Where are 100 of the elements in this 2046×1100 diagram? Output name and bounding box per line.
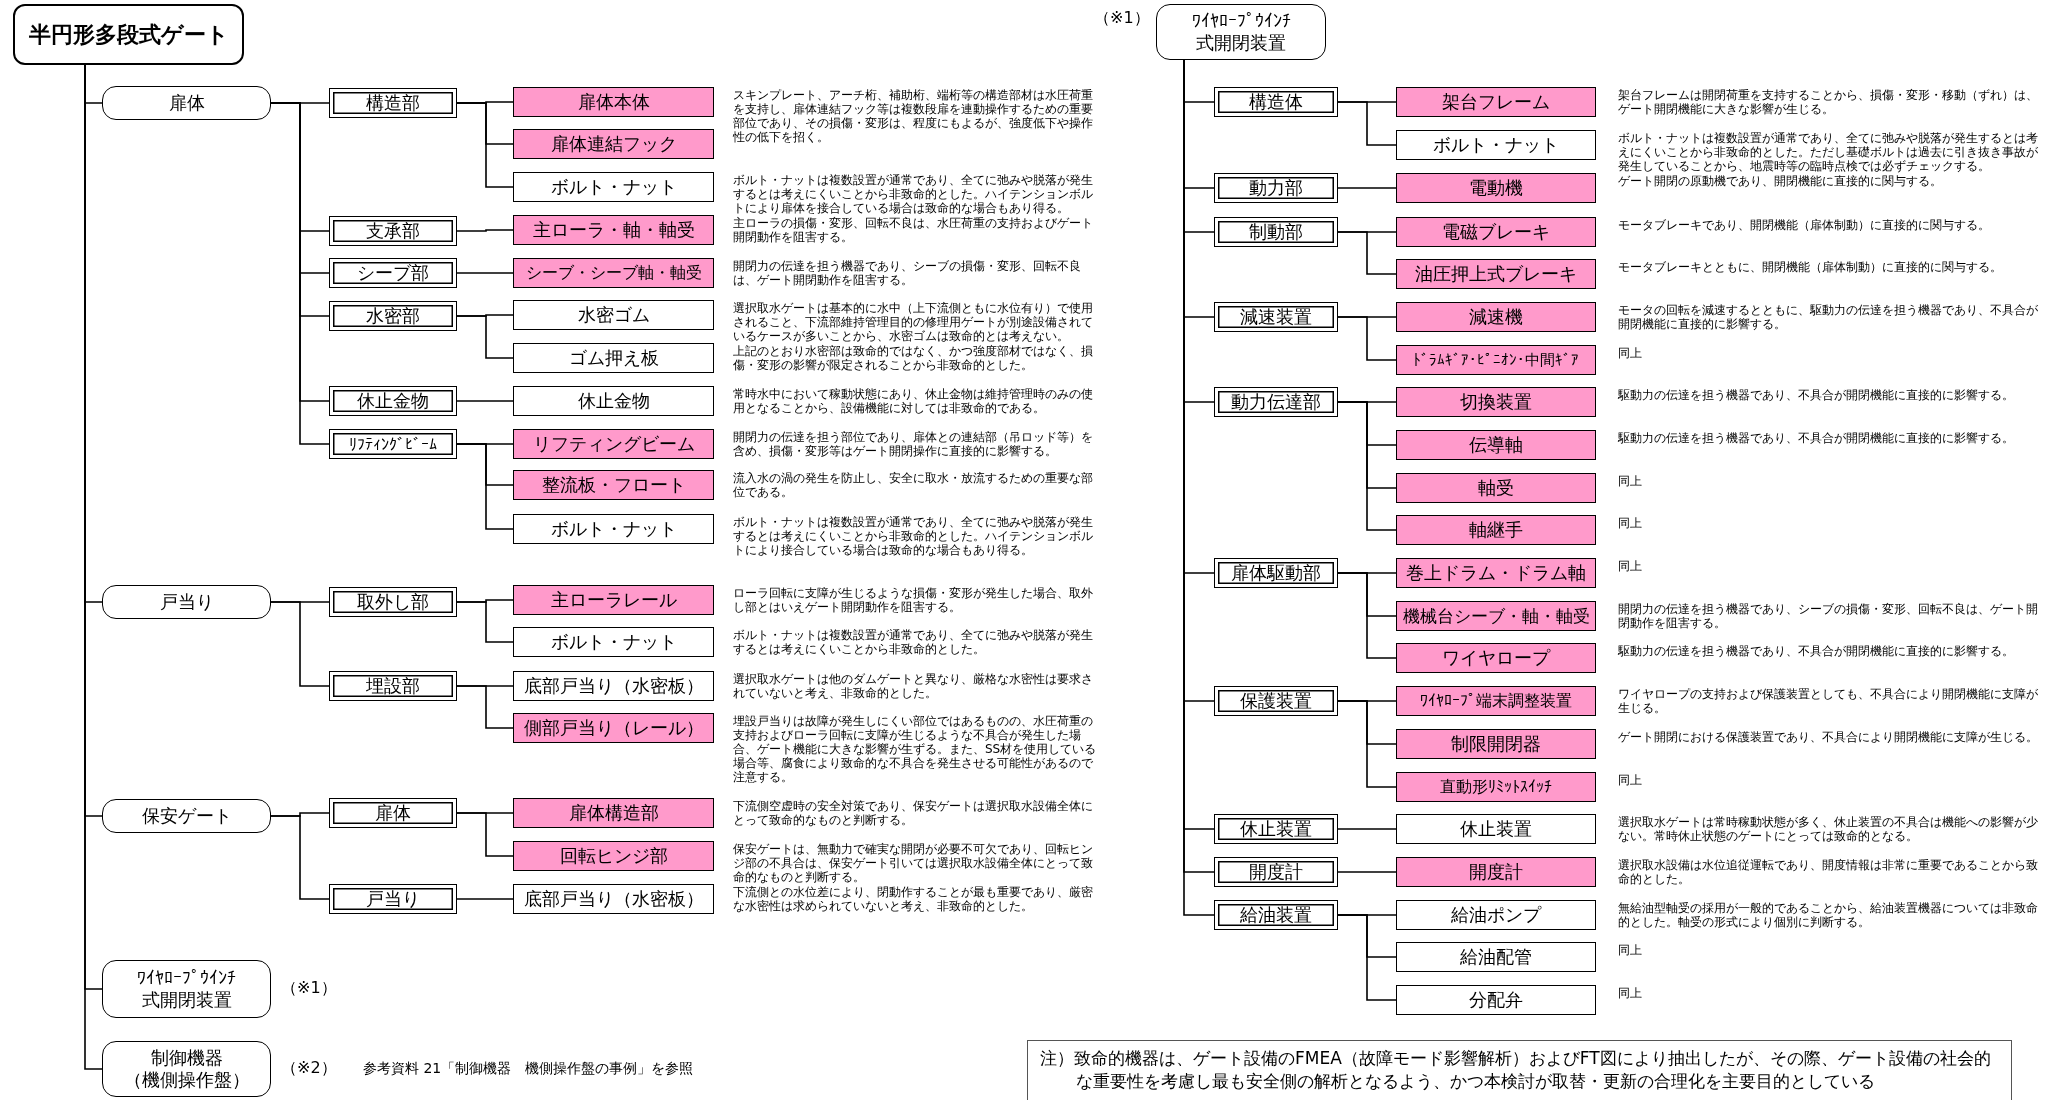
node-label: 休止金物 <box>356 389 430 413</box>
description-text: 選択取水ゲートは基本的に水中（上下流側ともに水位有り）で使用されること、下流部維持管理目的の修理用ゲートが別途設備されているケースが多いことから、水密ゴムは致命的とは考えない。 <box>733 301 1094 343</box>
group-box <box>1214 900 1338 930</box>
group-box <box>1214 857 1338 887</box>
node-label: ﾜｲﾔﾛｰﾌﾟｳｲﾝﾁ式開閉装置 <box>1190 9 1292 55</box>
node-label: 水密ゴム <box>576 303 651 327</box>
critical-component-box <box>513 129 714 159</box>
component-box <box>1396 985 1596 1015</box>
description-text: ゲート開閉における保護装置であり、不具合により開閉機能に支障が生じる。 <box>1618 730 2039 744</box>
connector-line <box>1337 572 1397 659</box>
connector-line <box>1337 316 1397 361</box>
node-label: 給油装置 <box>1239 903 1313 927</box>
node-label: 半円形多段式ゲート <box>27 20 230 49</box>
description-text: 開閉力の伝達を担う機器であり、シーブの損傷・変形、回転不良は、ゲート開閉動作を阻害する。 <box>1618 602 2039 630</box>
category-box <box>1156 4 1326 60</box>
critical-component-box <box>513 585 714 615</box>
node-label: ゴム押え板 <box>567 346 660 370</box>
connector-line <box>1337 101 1397 146</box>
node-label: 保護装置 <box>1239 689 1313 713</box>
node-label: ボルト・ナット <box>549 630 678 654</box>
node-label: 油圧押上式ブレーキ <box>1414 262 1578 286</box>
group-box <box>329 216 457 246</box>
connector-line <box>456 400 514 402</box>
component-box <box>1396 814 1596 844</box>
group-box <box>1214 686 1338 716</box>
node-label: 回転ヒンジ部 <box>558 844 669 868</box>
critical-component-box <box>1396 686 1596 716</box>
node-label: 制御機器（機側操作盤） <box>122 1046 251 1092</box>
connector-line <box>1337 871 1397 873</box>
group-box <box>329 671 457 701</box>
category-box <box>102 1041 271 1097</box>
description-text: モータの回転を減速するとともに、駆動力の伝達を担う機器であり、不具合が開閉機能に直接的に影響する。 <box>1618 303 2039 331</box>
description-text: 同上 <box>1618 773 1643 787</box>
description-text: 駆動力の伝達を担う機器であり、不具合が開閉機能に直接的に影響する。 <box>1618 644 2015 658</box>
node-label: 構造体 <box>1248 90 1304 114</box>
group-box <box>329 429 457 459</box>
group-box <box>329 88 457 118</box>
node-label: 整流板・フロート <box>540 473 687 497</box>
connector-line <box>1337 828 1397 830</box>
critical-component-box <box>1396 217 1596 247</box>
node-label: 開度計 <box>1468 860 1524 884</box>
connector-line <box>456 898 514 900</box>
node-label: 支承部 <box>365 219 421 243</box>
node-label: 直動形ﾘﾐｯﾄｽｲｯﾁ <box>1439 776 1553 798</box>
component-box <box>513 884 714 914</box>
connector-line <box>1337 231 1397 275</box>
connector-line <box>456 812 514 857</box>
node-label: 動力伝達部 <box>1230 390 1322 414</box>
title-box <box>13 4 244 65</box>
critical-component-box <box>1396 515 1596 545</box>
group-box <box>329 301 457 331</box>
component-box <box>513 386 714 416</box>
description-text: 選択取水設備は水位追従運転であり、開度情報は非常に重要であることから致命的とした。 <box>1618 858 2039 886</box>
node-label: 給油配管 <box>1459 945 1533 969</box>
node-label: 機械台シーブ・軸・軸受 <box>1401 604 1591 628</box>
node-label: 架台フレーム <box>1441 90 1551 114</box>
node-label: 戸当り <box>158 590 215 614</box>
description-text: ゲート開閉の原動機であり、開閉機能に直接的に関与する。 <box>1618 174 1943 188</box>
description-text: 駆動力の伝達を担う機器であり、不具合が開閉機能に直接的に影響する。 <box>1618 388 2015 402</box>
description-text: 同上 <box>1618 986 1643 1000</box>
node-label: 制限開閉器 <box>1450 732 1542 756</box>
critical-component-box <box>1396 430 1596 460</box>
description-text: ボルト・ナットは複数設置が通常であり、全てに弛みや脱落が発生するとは考えにくいことから非致命的とした。ハイテンションボルトにより接合している場合は致命的な場合もあり得る。 <box>733 515 1094 557</box>
connector-line <box>456 443 514 530</box>
node-label: 構造部 <box>365 91 421 115</box>
component-box <box>1396 900 1596 930</box>
description-text: 主ローラの損傷・変形、回転不良は、水圧荷重の支持およびゲート開閉動作を阻害する。 <box>733 216 1094 244</box>
node-label: シーブ部 <box>356 261 430 285</box>
group-box <box>329 258 457 288</box>
node-label: 扉体駆動部 <box>1230 561 1322 585</box>
description-text: 下流側との水位差により、閉動作することが最も重要であり、厳密な水密性は求められていないと考え、非致命的とした。 <box>733 885 1094 913</box>
description-text: ローラ回転に支障が生じるような損傷・変形が発生した場合、取外し部とはいえゲート開閉動作を阻害する。 <box>733 586 1094 614</box>
node-label: 主ローラレール <box>549 588 678 612</box>
description-text: 流入水の渦の発生を防止し、安全に取水・放流するための重要な部位である。 <box>733 471 1094 499</box>
description-text: 選択取水ゲートは常時稼動状態が多く、休止装置の不具合は機能への影響が少ない。常時休止状態のゲートにとっては致命的となる。 <box>1618 815 2039 843</box>
critical-component-box <box>1396 345 1596 375</box>
category-box <box>102 86 271 120</box>
connector-line <box>1337 700 1397 788</box>
node-label: 軸受 <box>1477 476 1515 500</box>
node-label: 制動部 <box>1248 220 1304 244</box>
note-text: 注）致命的機器は、ゲート設備のFMEA（故障モード影響解析）およびFT図により抽出したが、その際、ゲート設備の社会的な重要性を考慮し最も安全側の解析となるよう、かつ本検討が取替・更新の合理化を主要目的としている <box>1040 1047 1992 1093</box>
description-text: 開閉力の伝達を担う機器であり、シーブの損傷・変形、回転不良は、ゲート開閉動作を阻害する。 <box>733 259 1082 287</box>
description-text: 同上 <box>1618 943 1643 957</box>
node-label: 保安ゲート <box>140 804 233 828</box>
description-text: ボルト・ナットは複数設置が通常であり、全てに弛みや脱落が発生するとは考えにくいことから非致命的とした。ただし基礎ボルトは過去に引き抜き事故が発生していることから、地震時等の臨時点検では必ずチェックする。 <box>1618 131 2039 173</box>
node-label: 開度計 <box>1248 860 1304 884</box>
node-label: ワイヤロープ <box>1441 646 1552 670</box>
group-box <box>329 386 457 416</box>
node-label: 動力部 <box>1248 176 1304 200</box>
connector-line <box>1337 401 1397 531</box>
description-text: 同上 <box>1618 474 1643 488</box>
category-box <box>102 799 271 833</box>
node-label: 減速装置 <box>1239 305 1313 329</box>
critical-component-box <box>513 470 714 500</box>
node-label: 巻上ドラム・ドラム軸 <box>1405 561 1587 585</box>
critical-component-box <box>513 258 714 288</box>
description-text: ボルト・ナットは複数設置が通常であり、全てに弛みや脱落が発生するとは考えにくいことから非致命的とした。 <box>733 628 1094 656</box>
component-box <box>513 343 714 373</box>
group-box <box>1214 217 1338 247</box>
node-label: 扉体 <box>374 801 412 825</box>
